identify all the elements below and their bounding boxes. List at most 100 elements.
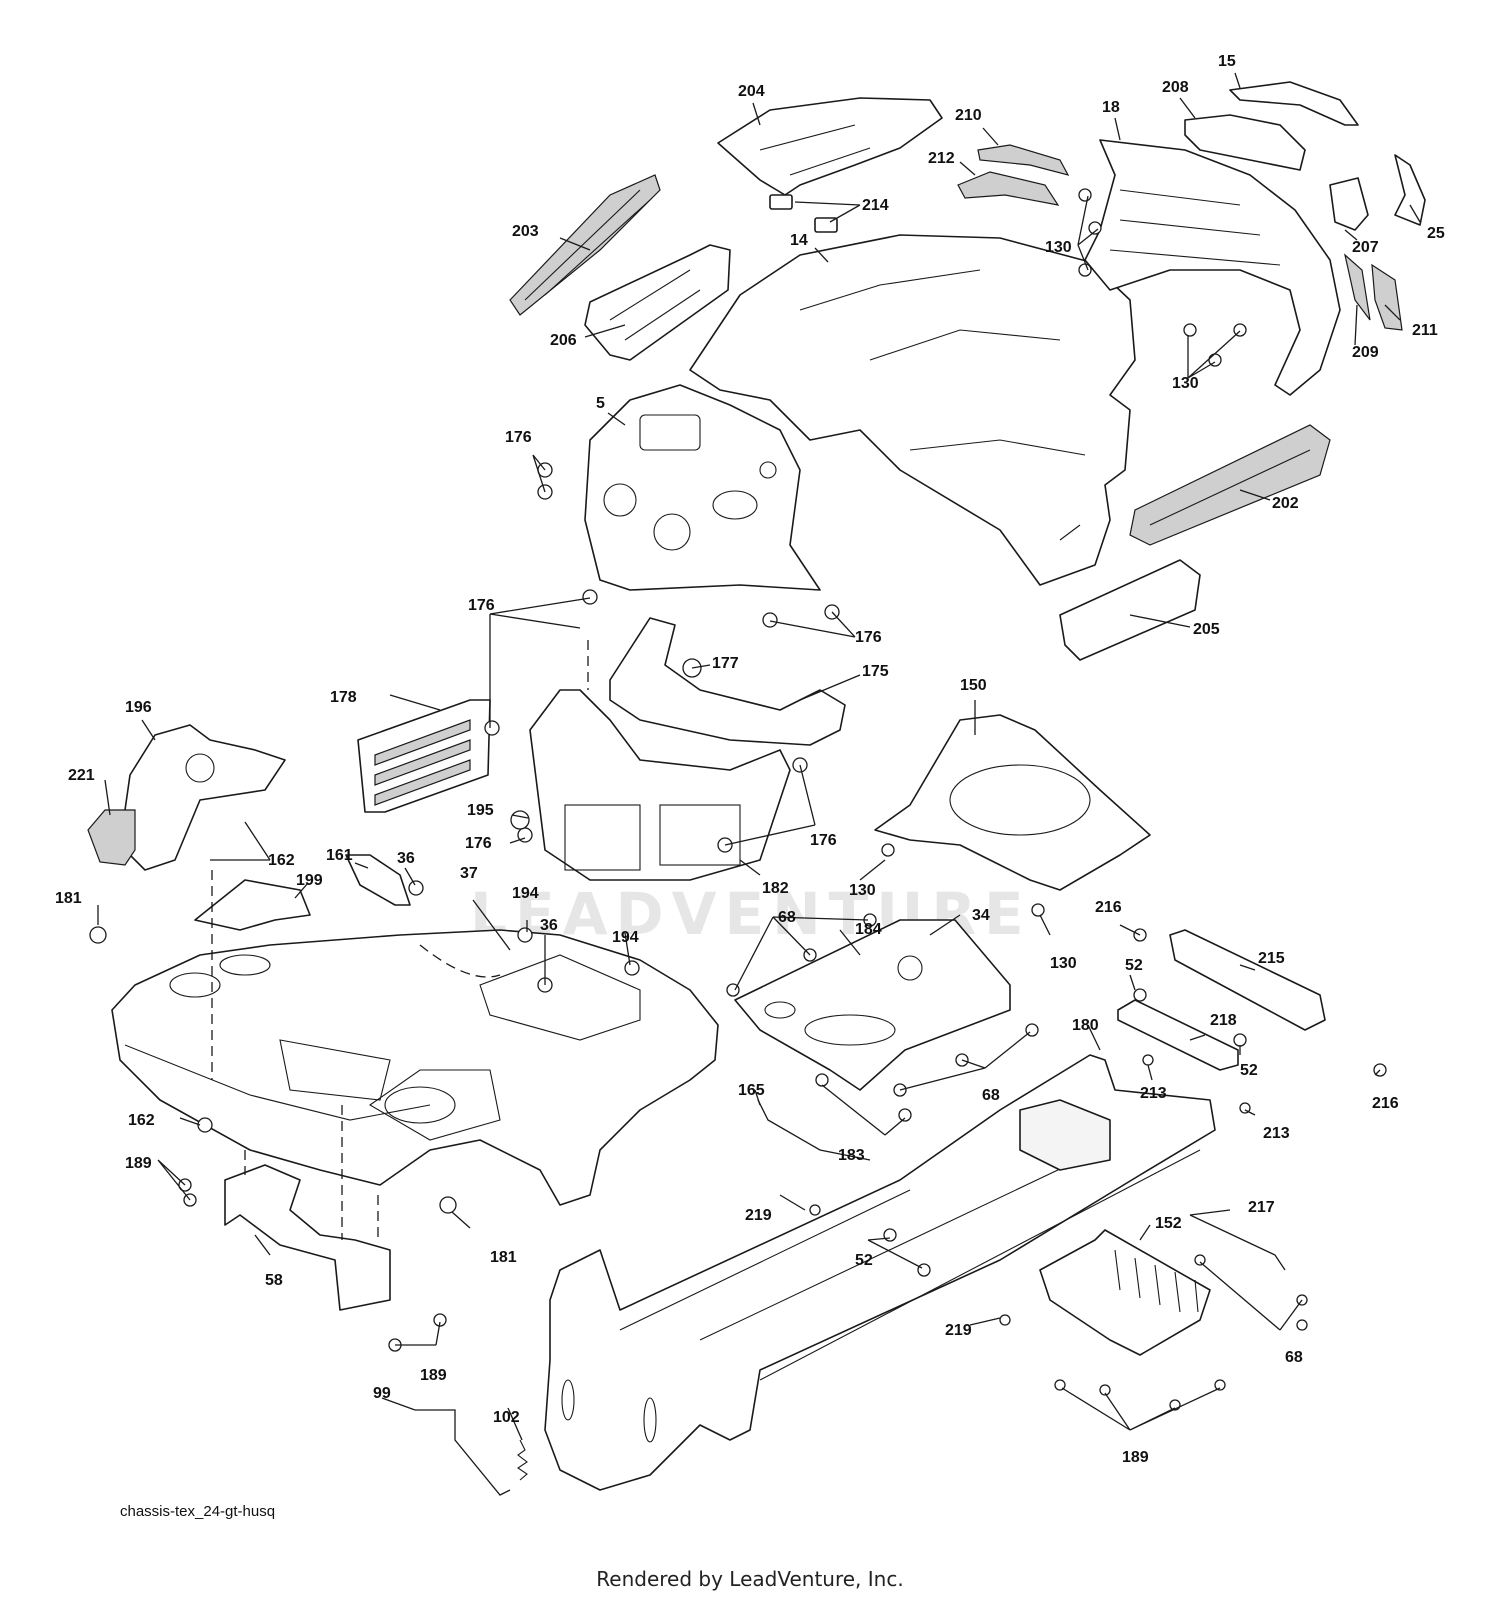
callout-189-b: 189 [420,1367,447,1384]
callout-209: 209 [1352,344,1379,361]
callout-68-a: 68 [778,909,796,926]
part-180-frame [544,1054,1216,1491]
callout-14: 14 [790,232,808,249]
callout-217: 217 [1248,1199,1275,1216]
callout-181-a: 181 [55,890,82,907]
callout-215: 215 [1258,950,1285,967]
callout-99: 99 [373,1385,391,1402]
callout-175: 175 [862,663,889,680]
callout-213-b: 213 [1263,1125,1290,1142]
part-182-lower-dash [529,689,791,881]
callout-189-c: 189 [1122,1449,1149,1466]
diagram-code-label: chassis-tex_24-gt-husq [120,1503,276,1520]
part-102-spring [517,1439,528,1481]
callout-194-a: 194 [512,885,539,902]
callout-178: 178 [330,689,357,706]
callout-194-b: 194 [612,929,639,946]
part-5-dash-panel [584,384,821,591]
fasteners-130-top [1078,188,1247,367]
callout-36-a: 36 [397,850,415,867]
part-203-front-grille [509,174,661,316]
part-152-battery-box [1039,1229,1211,1356]
part-214-clips [769,194,838,233]
part-165-183-rods [757,1073,912,1161]
callout-189-a: 189 [125,1155,152,1172]
callout-176-a: 176 [505,429,532,446]
part-25-lens-cover [1394,154,1426,226]
callout-213-a: 213 [1140,1085,1167,1102]
callout-165: 165 [738,1082,765,1099]
part-207-lens [1329,177,1369,231]
callout-161: 161 [326,847,353,864]
callout-205: 205 [1193,621,1220,638]
part-150-tray [874,714,1151,891]
callout-176-b: 176 [468,597,495,614]
callout-177: 177 [712,655,739,672]
callout-15: 15 [1218,53,1236,70]
callout-204: 204 [738,83,765,100]
callout-labels: 15 204 208 18 210 212 214 203 14 130 207… [55,53,1445,1466]
part-18-headlight-housing [1084,139,1341,396]
callout-152: 152 [1155,1215,1182,1232]
callout-181-b: 181 [490,1249,517,1266]
part-212-grille [957,171,1060,206]
callout-214: 214 [862,197,889,214]
callout-5: 5 [596,395,605,412]
callout-36-b: 36 [540,917,558,934]
callout-130-b: 130 [1172,375,1199,392]
part-14-hood [689,234,1136,586]
alignment-lines [211,640,589,1240]
callout-212: 212 [928,150,955,167]
part-206-bracket [584,244,731,361]
callout-216-b: 216 [1372,1095,1399,1112]
callout-216-a: 216 [1095,899,1122,916]
fasteners-36-194-162-181 [89,843,1045,1214]
callout-211: 211 [1412,322,1438,339]
part-196-seat-mount [119,724,286,871]
callout-58: 58 [265,1272,283,1289]
part-221-pad [87,809,136,866]
callout-68-b: 68 [982,1087,1000,1104]
part-161-lens [345,854,411,906]
callout-130-c: 130 [849,882,876,899]
callout-162-b: 162 [128,1112,155,1129]
callout-199: 199 [296,872,323,889]
callout-176-c: 176 [855,629,882,646]
callout-52-c: 52 [855,1252,873,1269]
callout-162-a: 162 [268,852,295,869]
leader-lines [97,72,1421,1441]
part-208-trim [1184,114,1306,171]
callout-195: 195 [467,802,494,819]
part-210-grille [977,144,1070,176]
callout-52-a: 52 [1125,957,1143,974]
part-218-bracket [1117,999,1239,1071]
callout-37: 37 [460,865,478,882]
part-34-seat-plate [734,919,1011,1091]
callout-176-d: 176 [465,835,492,852]
callout-203: 203 [512,223,539,240]
callout-202: 202 [1272,495,1299,512]
callout-25: 25 [1427,225,1445,242]
callout-184: 184 [855,921,882,938]
part-15-trim-strip [1229,81,1359,126]
part-99-rod [415,1409,511,1496]
callout-68-c: 68 [1285,1349,1303,1366]
callout-207: 207 [1352,239,1379,256]
part-175-console-bracket [609,617,846,746]
callout-176-e: 176 [810,832,837,849]
callout-219-a: 219 [745,1207,772,1224]
part-215-bar [1169,929,1326,1031]
part-202-lower-grille [1129,424,1331,546]
render-credit-footer: Rendered by LeadVenture, Inc. [596,1567,904,1591]
callout-150: 150 [960,677,987,694]
callout-102: 102 [493,1409,520,1426]
callout-180: 180 [1072,1017,1099,1034]
callout-206: 206 [550,332,577,349]
callout-196: 196 [125,699,152,716]
callout-18: 18 [1102,99,1120,116]
callout-208: 208 [1162,79,1189,96]
part-199-bracket [194,879,311,931]
callout-219-b: 219 [945,1322,972,1339]
part-58-bracket [224,1164,391,1311]
